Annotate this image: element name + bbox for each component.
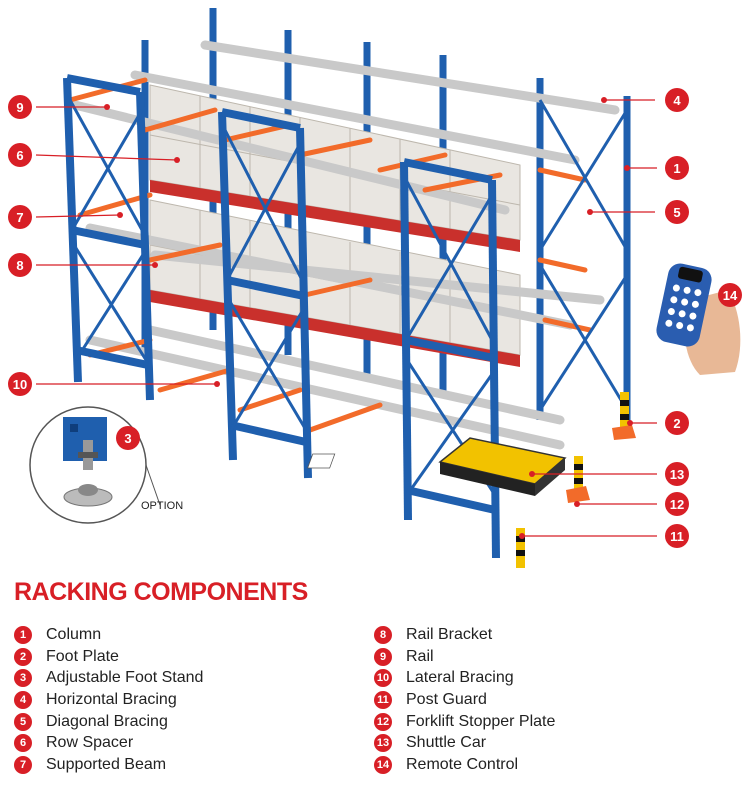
callout-2: 2	[665, 411, 689, 435]
legend-label: Supported Beam	[46, 755, 167, 773]
rails	[70, 40, 620, 450]
svg-text:6: 6	[16, 148, 23, 163]
callout-11: 11	[665, 524, 689, 548]
legend-badge: 11	[374, 690, 392, 709]
svg-text:10: 10	[13, 377, 27, 392]
legend-list-left: 1 Column 2 Foot Plate 3 Adjustable Foot Sta…	[14, 624, 203, 776]
legend-label: Lateral Bracing	[406, 669, 514, 687]
legend-label: Row Spacer	[46, 734, 134, 752]
legend-badge: 14	[374, 755, 392, 774]
legend-item: 2 Foot Plate	[14, 646, 203, 668]
callout-1: 1	[665, 156, 689, 180]
callout-leaders	[35, 99, 657, 537]
legend-title: RACKING COMPONENTS	[14, 578, 308, 606]
legend-item: 4 Horizontal Bracing	[14, 689, 203, 711]
legend-item: 10 Lateral Bracing	[374, 667, 555, 689]
callout-10: 10	[8, 372, 32, 396]
svg-text:11: 11	[670, 529, 684, 544]
legend-item: 3 Adjustable Foot Stand	[14, 667, 203, 689]
legend-label: Forklift Stopper Plate	[406, 712, 556, 730]
post-guards	[516, 392, 629, 568]
legend-badge: 9	[374, 647, 392, 666]
callout-13: 13	[665, 462, 689, 486]
callout-7: 7	[8, 205, 32, 229]
callout-3: 3	[116, 426, 140, 450]
callout-8: 8	[8, 253, 32, 277]
callout-6: 6	[8, 143, 32, 167]
legend-badge: 1	[14, 625, 32, 644]
legend-badge: 4	[14, 690, 32, 709]
legend-label: Rail Bracket	[406, 625, 493, 643]
legend-badge: 12	[374, 712, 392, 731]
legend-badge: 8	[374, 625, 392, 644]
callout-4: 4	[665, 88, 689, 112]
legend-item: 8 Rail Bracket	[374, 624, 555, 646]
svg-text:3: 3	[124, 431, 131, 446]
svg-text:14: 14	[723, 288, 738, 303]
orange-beams	[67, 77, 593, 433]
forklift-stopper-plates	[566, 425, 636, 503]
legend-badge: 7	[14, 755, 32, 774]
legend-badge: 10	[374, 669, 392, 688]
svg-text:1: 1	[673, 161, 680, 176]
legend-item: 7 Supported Beam	[14, 754, 203, 776]
stock-boxes	[149, 84, 521, 367]
svg-text:5: 5	[673, 205, 680, 220]
adjustable-foot-stand-icon	[63, 417, 113, 507]
callout-anchors	[104, 97, 633, 539]
legend-label: Diagonal Bracing	[46, 712, 168, 730]
svg-text:9: 9	[16, 100, 23, 115]
legend-badge: 6	[14, 734, 32, 753]
legend-item: 6 Row Spacer	[14, 732, 203, 754]
legend-badge: 2	[14, 647, 32, 666]
diagonal-bracing	[68, 99, 629, 496]
svg-text:2: 2	[673, 416, 680, 431]
svg-text:12: 12	[670, 497, 684, 512]
callout-14: 14	[718, 283, 742, 307]
shuttle-car	[307, 437, 567, 496]
legend-item: 11 Post Guard	[374, 689, 555, 711]
legend-label: Adjustable Foot Stand	[46, 669, 204, 687]
legend-badge: 5	[14, 712, 32, 731]
legend-label: Foot Plate	[46, 647, 119, 665]
svg-text:13: 13	[670, 467, 684, 482]
callouts: 1 2 3 4 5 6 7 8 9 10 11 12 13 14	[8, 88, 742, 548]
legend-item: 14 Remote Control	[374, 754, 555, 776]
legend-item: 12 Forklift Stopper Plate	[374, 711, 555, 733]
racking-diagram: OPTION 1 2 3 4 5 6 7 8 9 10 11 12	[8, 8, 742, 568]
legend-item: 1 Column	[14, 624, 203, 646]
callout-9: 9	[8, 95, 32, 119]
legend-badge: 3	[14, 669, 32, 688]
svg-text:4: 4	[673, 93, 681, 108]
legend-list-right: 8 Rail Bracket 9 Rail 10 Lateral Bracing 11…	[374, 624, 555, 776]
legend-item: 9 Rail	[374, 646, 555, 668]
callout-5: 5	[665, 200, 689, 224]
legend-item: 13 Shuttle Car	[374, 732, 555, 754]
remote-control-icon	[656, 263, 741, 375]
legend-label: Shuttle Car	[406, 734, 487, 752]
option-label: OPTION	[141, 500, 183, 512]
legend-label: Horizontal Bracing	[46, 690, 177, 708]
legend-label: Column	[46, 625, 102, 643]
legend-label: Rail	[406, 647, 434, 665]
legend-badge: 13	[374, 734, 392, 753]
callout-12: 12	[665, 492, 689, 516]
legend-label: Remote Control	[406, 755, 519, 773]
svg-text:7: 7	[16, 210, 23, 225]
legend-label: Post Guard	[406, 690, 487, 708]
adjustable-foot-stand-detail: OPTION	[29, 406, 183, 524]
rack-structure	[63, 8, 636, 568]
legend-item: 5 Diagonal Bracing	[14, 711, 203, 733]
svg-text:8: 8	[16, 258, 23, 273]
